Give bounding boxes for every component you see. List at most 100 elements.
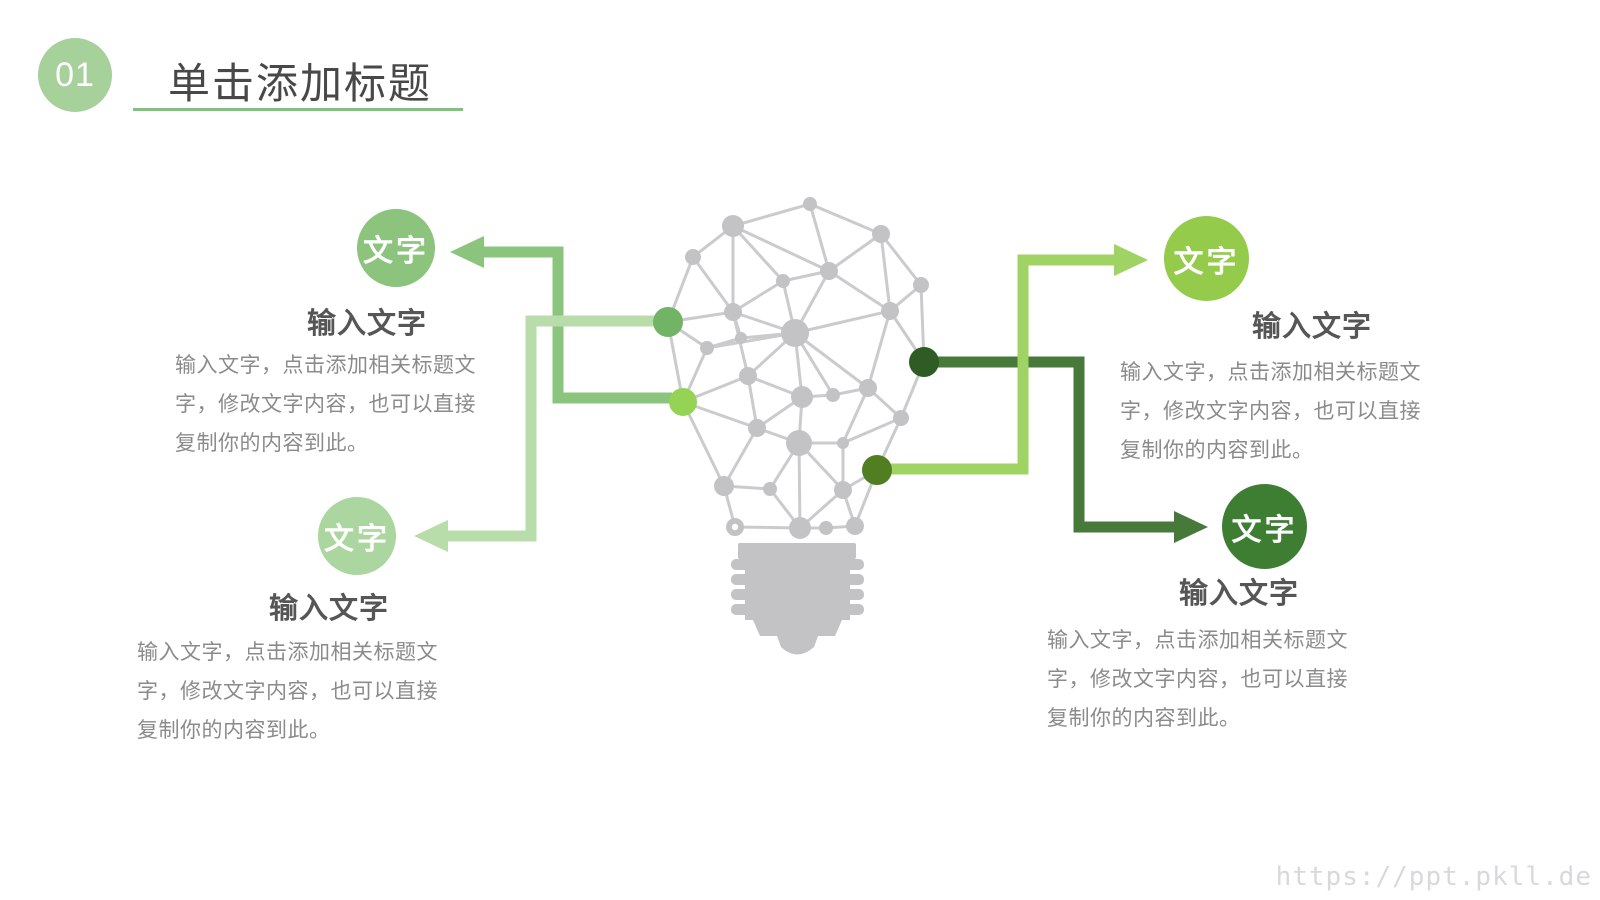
slide-title: 单击添加标题 [168,60,433,107]
callout-tag-circle-left-bottom: 文字 [318,497,396,575]
bulb-accent-node [862,455,892,485]
bulb-edge [879,233,923,286]
callout-body-left-bottom: 输入文字，点击添加相关标题文 字，修改文字内容，也可以直接 复制你的内容到此。 [137,633,457,750]
bulb-edge [681,401,726,487]
callout-body-line: 复制你的内容到此。 [175,432,369,455]
left-top-connector-arrowhead [450,236,484,268]
base-body [745,558,850,620]
right-bottom-connector-arrowhead [1174,511,1208,543]
bulb-node [837,437,849,449]
bulb-edge [706,331,796,350]
callout-tag-circle-right-top: 文字 [1164,216,1249,301]
title-underline [133,108,463,111]
callout-body-left-top: 输入文字，点击添加相关标题文 字，修改文字内容，也可以直接 复制你的内容到此。 [175,346,495,463]
bulb-node [893,410,909,426]
bulb-edge [797,442,802,529]
bulb-nodes [685,197,929,539]
connectors [414,236,1208,552]
callout-body-line: 字，修改文字内容，也可以直接 [1047,668,1348,691]
bulb-accent-node [669,388,697,416]
base-cap [738,543,856,559]
right-top-connector-arrowhead [1114,244,1148,276]
bulb-node [859,379,877,397]
callout-body-line: 字，修改文字内容，也可以直接 [175,393,476,416]
bulb-edge [879,233,892,312]
bulb-edge [842,416,902,445]
bulb-node [700,341,714,355]
bulb-node [803,197,817,211]
bulb-node [913,277,929,293]
bulb-node [786,430,812,456]
left-bottom-connector-arrowhead [414,520,448,552]
bulb-node [685,249,701,265]
bulb-edge [828,269,891,313]
bulb-edge [808,203,831,272]
callout-body-line: 复制你的内容到此。 [1120,439,1314,462]
bulb-edge [866,310,892,389]
bulb-edge [691,256,735,313]
bulb-node [872,225,890,243]
bulb-edge [732,202,811,228]
callout-body-line: 复制你的内容到此。 [137,719,331,742]
bulb-node [735,332,747,344]
bulb-node-hole [731,523,739,531]
callout-tag-label: 文字 [363,235,429,268]
bulb-base [731,543,864,655]
section-number-label: 01 [55,55,95,94]
bulb-edge [731,311,750,377]
bulb-node [776,274,790,288]
bulb-node [834,481,852,499]
bulb-edge [732,224,830,273]
callout-heading-right-top: 输入文字 [1251,311,1372,343]
bulb-node [748,419,766,437]
bulb-node [826,388,840,402]
bulb-node [781,319,809,347]
bulb-node [789,517,811,539]
callout-body-line: 输入文字，点击添加相关标题文 [175,354,476,377]
bulb-accent-nodes [653,307,939,485]
callout-heading-left-top: 输入文字 [306,308,427,340]
callout-body-right-top: 输入文字，点击添加相关标题文 字，修改文字内容，也可以直接 复制你的内容到此。 [1120,353,1440,470]
callout-body-line: 输入文字，点击添加相关标题文 [137,641,438,664]
bulb-edge [809,202,882,236]
bulb-edge [732,279,784,314]
right-bottom-connector [930,356,1174,533]
callout-body-right-bottom: 输入文字，点击添加相关标题文 字，修改文字内容，也可以直接 复制你的内容到此。 [1047,621,1367,738]
bulb-edge [731,224,785,283]
bulb-node [791,386,813,408]
base-tip [753,620,842,655]
callout-tag-label: 文字 [324,523,390,556]
bulb-node [763,482,777,496]
watermark: https://ppt.pkll.de [1275,862,1592,892]
bulb-node [739,367,757,385]
left-bottom-connector [448,315,655,542]
bulb-edge [794,331,869,390]
callout-tag-circle-left-top: 文字 [357,209,435,287]
callout-body-line: 复制你的内容到此。 [1047,707,1241,730]
bulb-node [820,262,838,280]
bulb-node [724,303,742,321]
callout-body-line: 输入文字，点击添加相关标题文 [1120,361,1421,384]
callout-tag-label: 文字 [1173,245,1240,279]
bulb-edge [794,309,891,335]
bulb-edge [722,427,759,487]
bulb-node [714,476,734,496]
callout-heading-right-bottom: 输入文字 [1178,578,1299,610]
bulb-edge [841,387,870,444]
bulb-node [819,521,833,535]
callout-body-line: 字，修改文字内容，也可以直接 [137,680,438,703]
bulb-node [722,215,744,237]
section-number-badge: 01 [38,38,112,112]
bulb-accent-node [653,307,683,337]
bulb-accent-node [909,347,939,377]
callout-tag-circle-right-bottom: 文字 [1222,484,1307,569]
bulb-node [846,517,864,535]
right-top-connector [882,254,1114,475]
callout-body-line: 输入文字，点击添加相关标题文 [1047,629,1348,652]
callout-tag-label: 文字 [1231,513,1298,547]
bulb-edge [828,232,882,273]
bulb-node [881,302,899,320]
callout-body-line: 字，修改文字内容，也可以直接 [1120,400,1421,423]
